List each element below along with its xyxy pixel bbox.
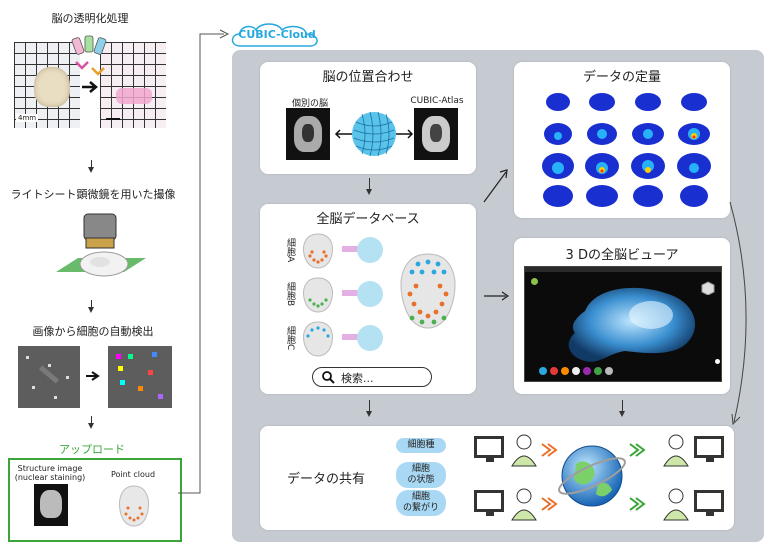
chip-cell-state: 細胞 の状態 (396, 462, 446, 488)
structure-image-thumbnail (34, 484, 68, 526)
3d-brain-render[interactable] (555, 281, 705, 365)
raw-image (18, 346, 80, 408)
viewer-screen (524, 266, 722, 382)
atlas-label: CUBIC-Atlas (410, 96, 464, 106)
toolbar-button-icon[interactable] (572, 367, 580, 375)
upload-title: アップロード (59, 443, 125, 456)
cleared-brain-photo (100, 42, 166, 128)
search-placeholder: 検索... (341, 372, 374, 385)
arrow-right-icon (86, 371, 100, 381)
lightsheet-microscope-icon (56, 213, 146, 277)
toolbar-button-icon[interactable] (539, 367, 547, 375)
search-icon (322, 371, 335, 384)
database-brains-icon (303, 233, 456, 357)
search-bar[interactable]: 検索... (312, 367, 432, 387)
viewer-title: 3 Dの全脳ビューア (565, 248, 679, 263)
lightsheet-title: ライトシート顕微鏡を用いた撮像 (10, 188, 176, 201)
deformation-grid-icon (334, 111, 414, 157)
sharing-network-icon (474, 434, 724, 521)
upload-box: Structure image (nuclear staining) Point… (8, 458, 182, 542)
toolbar-button-icon[interactable] (594, 367, 602, 375)
atlas-image (414, 108, 458, 160)
detected-cells-image (108, 346, 172, 408)
cell-c-label: 細胞C (285, 326, 295, 351)
toolbar-button-icon[interactable] (605, 367, 613, 375)
detection-title: 画像から細胞の自動検出 (32, 325, 154, 338)
structure-image-label: Structure image (nuclear staining) (14, 464, 86, 482)
quantification-title: データの定量 (582, 70, 661, 85)
registration-title: 脳の位置合わせ (322, 70, 414, 85)
toolbar-button-icon[interactable] (550, 367, 558, 375)
viewer-marker-icon (715, 359, 720, 364)
curved-arrow-icon (729, 201, 747, 426)
individual-brain-image (286, 108, 330, 160)
viewer-status-icon (531, 278, 538, 285)
cell-b-label: 細胞B (285, 282, 295, 307)
individual-brain-label: 個別の脳 (291, 99, 328, 109)
clearing-title: 脳の透明化処理 (51, 12, 129, 25)
cell-a-label: 細胞A (285, 238, 295, 263)
cloud-label: CUBIC-Cloud (238, 28, 316, 41)
database-title: 全脳データベース (316, 212, 420, 227)
uncleared-brain-photo: 4mm (14, 42, 80, 128)
viewer-toolbar (539, 367, 619, 376)
sharing-title: データの共有 (286, 472, 365, 487)
toolbar-button-icon[interactable] (583, 367, 591, 375)
upload-connector (178, 29, 230, 494)
heatmap-sections-icon (542, 93, 711, 207)
cloud-icon (231, 23, 318, 47)
point-cloud-label: Point cloud (110, 470, 156, 479)
arrow-right-icon (484, 291, 510, 301)
point-cloud-icon (119, 485, 149, 527)
reagent-vials-icon (71, 35, 107, 76)
scale-label: 4mm (16, 114, 39, 122)
toolbar-button-icon[interactable] (561, 367, 569, 375)
chip-cell-type: 細胞種 (396, 438, 446, 453)
cube-orientation-icon[interactable] (701, 281, 715, 295)
arrow-right-icon (82, 81, 98, 93)
arrow-up-right-icon (483, 169, 508, 203)
chip-cell-connection: 細胞 の繋がり (396, 490, 446, 516)
